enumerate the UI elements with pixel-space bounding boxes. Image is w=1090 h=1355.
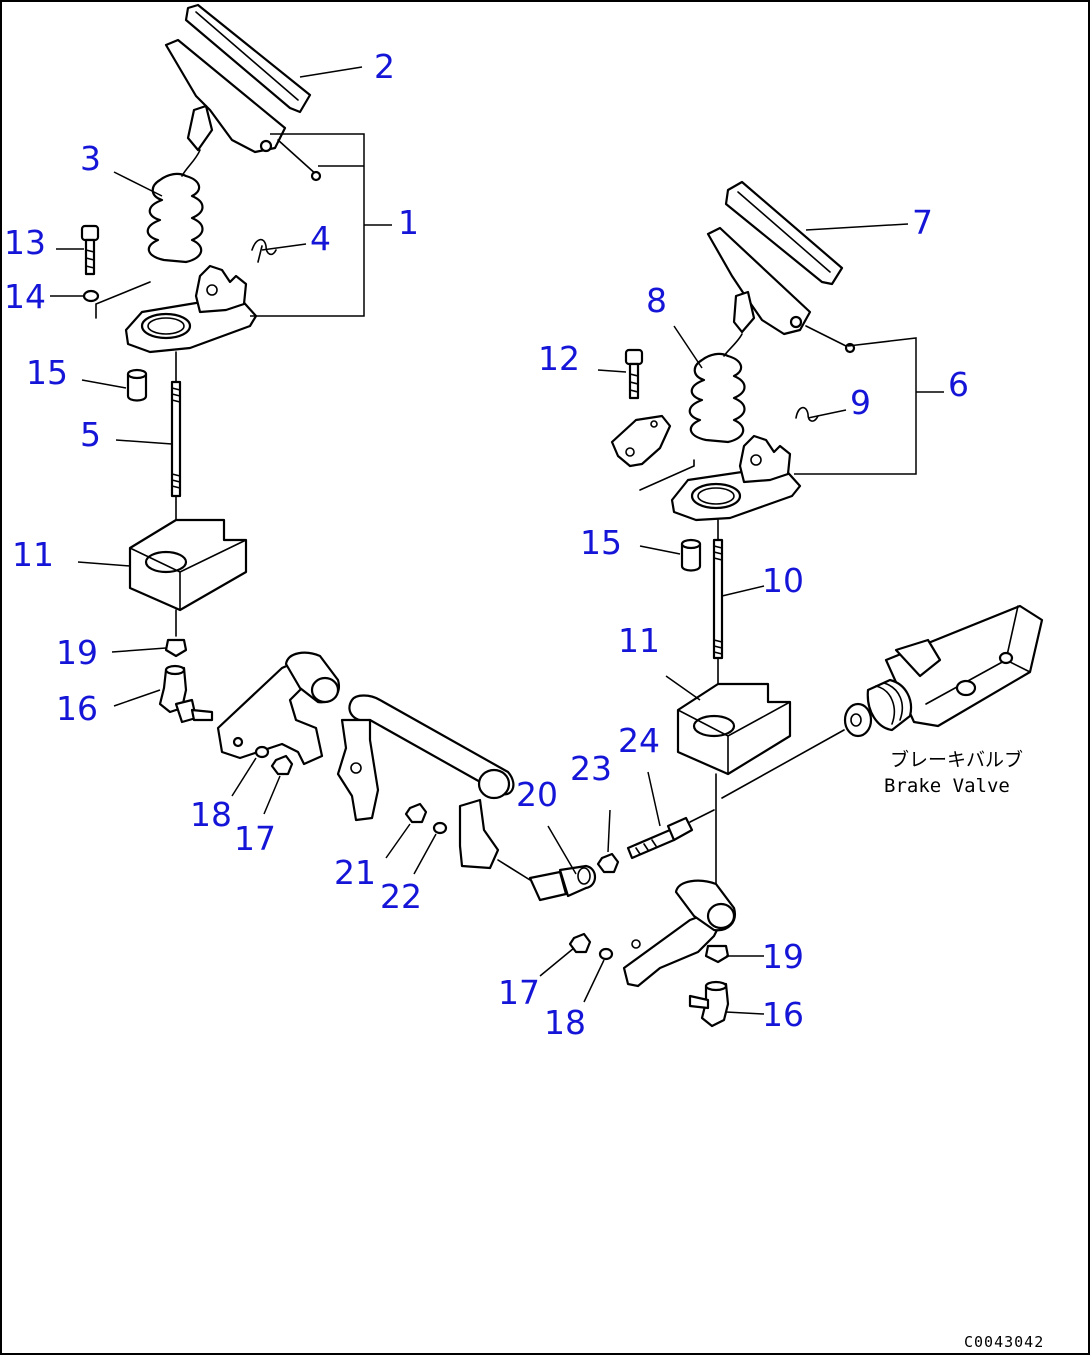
left-pedal-pad xyxy=(184,3,312,114)
right-boot xyxy=(688,333,746,444)
callout-16-right: 16 xyxy=(762,995,804,1034)
callout-21: 21 xyxy=(334,853,376,892)
callout-22: 22 xyxy=(380,877,422,916)
shaft-nut-21 xyxy=(404,802,428,824)
right-washer-18 xyxy=(598,947,614,961)
cross-shaft xyxy=(336,694,515,870)
shaft-washer-22 xyxy=(432,821,448,835)
callout-18-left: 18 xyxy=(190,795,232,834)
left-washer-14 xyxy=(82,289,100,303)
callout-23: 23 xyxy=(570,749,612,788)
brake-valve-label-en: Brake Valve xyxy=(884,775,1010,797)
callout-3: 3 xyxy=(80,139,101,178)
callout-16-left: 16 xyxy=(56,689,98,728)
right-rod-10 xyxy=(712,519,724,685)
brake-valve-label-jp: ブレーキバルブ xyxy=(890,748,1023,771)
left-pedal-base xyxy=(95,264,258,354)
right-bracket xyxy=(610,414,672,468)
callout-2: 2 xyxy=(374,47,395,86)
callout-labels: 2 3 1 4 13 14 15 5 11 19 16 18 17 21 22 … xyxy=(4,47,969,1042)
callout-11-left: 11 xyxy=(12,535,54,574)
callout-15-left: 15 xyxy=(26,353,68,392)
left-lever xyxy=(216,651,340,766)
figure-code: C0043042 xyxy=(964,1333,1044,1351)
right-spacer-15 xyxy=(680,538,702,572)
left-rod-end-16 xyxy=(158,664,214,724)
right-pedal-base xyxy=(639,434,802,522)
callout-12: 12 xyxy=(538,339,580,378)
leader-lines xyxy=(50,66,944,1015)
left-nut-17 xyxy=(270,754,294,776)
callout-17-left: 17 xyxy=(234,819,276,858)
callout-10: 10 xyxy=(762,561,804,600)
right-bolt-12 xyxy=(624,348,644,400)
right-pedal-arm xyxy=(706,226,856,354)
right-rod-end-16 xyxy=(688,980,730,1028)
left-spring-clip xyxy=(251,238,277,263)
callout-8: 8 xyxy=(646,281,667,320)
brake-valve xyxy=(721,604,1044,799)
callout-14: 14 xyxy=(4,277,46,316)
right-block-11 xyxy=(676,682,792,885)
callout-11-right: 11 xyxy=(618,621,660,660)
left-boot xyxy=(146,149,204,264)
center-nut-23 xyxy=(596,852,620,874)
right-nut-19 xyxy=(704,944,730,964)
left-washer-18 xyxy=(254,745,270,759)
left-pedal-arm xyxy=(164,38,322,182)
left-spacer-15 xyxy=(126,368,148,402)
callout-18-right: 18 xyxy=(544,1003,586,1042)
callout-20: 20 xyxy=(516,775,558,814)
callout-19-right: 19 xyxy=(762,937,804,976)
callout-5: 5 xyxy=(80,415,101,454)
callout-24: 24 xyxy=(618,721,660,760)
callout-13: 13 xyxy=(4,223,46,262)
callout-4: 4 xyxy=(310,219,331,258)
right-spring-clip xyxy=(795,406,819,422)
callout-19-left: 19 xyxy=(56,633,98,672)
callout-1: 1 xyxy=(398,203,419,242)
callout-15-right: 15 xyxy=(580,523,622,562)
link-20 xyxy=(497,859,597,902)
left-nut-19 xyxy=(164,638,188,658)
center-bolt-24 xyxy=(626,809,715,860)
right-nut-17 xyxy=(568,932,592,954)
callout-9: 9 xyxy=(850,383,871,422)
callout-17-right: 17 xyxy=(498,973,540,1012)
callout-6: 6 xyxy=(948,365,969,404)
right-pedal-pad xyxy=(724,180,844,286)
left-block-11 xyxy=(128,518,248,637)
left-rod-5 xyxy=(170,351,182,521)
right-lever xyxy=(622,879,736,988)
left-bolt-13 xyxy=(80,224,100,276)
callout-7: 7 xyxy=(912,203,933,242)
